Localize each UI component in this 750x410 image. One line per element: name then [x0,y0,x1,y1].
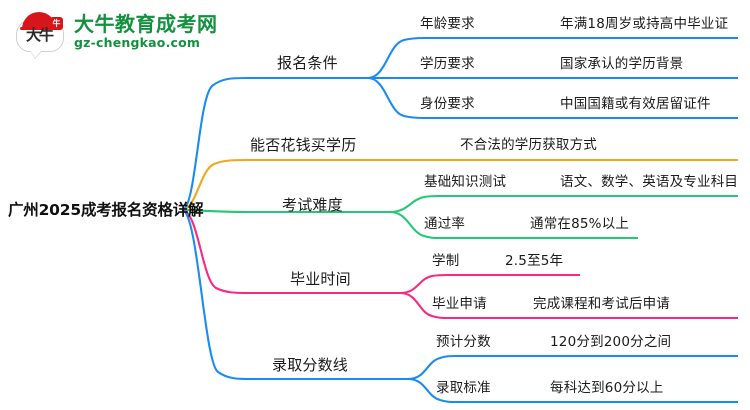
connector-branch-1-leaf-1 [367,36,425,80]
site-logo[interactable]: 大牛 牛 大牛教育成考网 gz-chengkao.com [14,8,218,54]
logo-mark-label: 大牛 [25,26,54,44]
value-node-4-1[interactable]: 2.5至5年 [505,253,564,269]
connector-branch-4-leaf-2 [399,291,449,320]
value-node-3-2[interactable]: 通常在85%以上 [530,216,630,232]
value-node-1-3[interactable]: 中国国籍或有效居留证件 [560,96,711,112]
value-node-4-2[interactable]: 完成课程和考试后申请 [533,296,670,312]
logo-dome-underline-icon [20,27,58,30]
connector-root-to-branch-2 [181,158,249,212]
branch-node-1[interactable]: 报名条件 [277,54,338,72]
connector-root-to-branch-3 [181,208,249,214]
value-node-1-1[interactable]: 年满18周岁或持高中毕业证 [560,16,729,32]
branch-node-3[interactable]: 考试难度 [282,196,343,214]
branch-node-2[interactable]: 能否花钱买学历 [250,136,357,154]
leaf-node-1-1[interactable]: 年龄要求 [420,16,475,32]
logo-badge-icon: 牛 [50,17,63,30]
connector-root-to-branch-5 [181,208,249,381]
value-node-5-2[interactable]: 每科达到60分以上 [550,380,664,396]
connector-branch-5-leaf-2 [407,377,457,404]
connector-branch-1-leaf-3 [367,76,425,120]
logo-text-block: 大牛教育成考网 gz-chengkao.com [74,13,218,50]
value-node-1-2[interactable]: 国家承认的学历背景 [560,56,684,72]
branch-node-4[interactable]: 毕业时间 [290,270,351,288]
logo-mark-icon: 大牛 牛 [14,8,66,54]
leaf-node-4-1[interactable]: 学制 [432,253,460,269]
root-node[interactable]: 广州2025成考报名资格详解 [8,201,204,219]
value-node-5-1[interactable]: 120分到200分之间 [550,334,672,350]
leaf-node-1-3[interactable]: 身份要求 [420,96,475,112]
leaf-node-4-2[interactable]: 毕业申请 [432,296,487,312]
logo-url: gz-chengkao.com [74,34,201,50]
logo-title: 大牛教育成考网 [74,11,218,36]
connector-branch-5-leaf-1 [407,354,457,381]
leaf-node-2-1[interactable]: 不合法的学历获取方式 [460,137,597,153]
value-node-3-1[interactable]: 语文、数学、英语及专业科目 [560,174,739,190]
leaf-node-5-2[interactable]: 录取标准 [436,380,491,396]
leaf-node-3-1[interactable]: 基础知识测试 [424,174,507,190]
connector-root-to-branch-1 [181,76,249,212]
branch-node-5[interactable]: 录取分数线 [272,356,349,374]
leaf-node-3-2[interactable]: 通过率 [424,216,466,232]
connector-branch-3-leaf-2 [389,210,441,240]
leaf-node-5-1[interactable]: 预计分数 [436,334,491,350]
connector-branch-3-leaf-1 [389,194,441,214]
leaf-node-1-2[interactable]: 学历要求 [420,56,475,72]
connector-root-to-branch-4 [181,208,249,295]
logo-dome-icon [22,12,56,29]
connector-branch-4-leaf-1 [399,273,449,295]
